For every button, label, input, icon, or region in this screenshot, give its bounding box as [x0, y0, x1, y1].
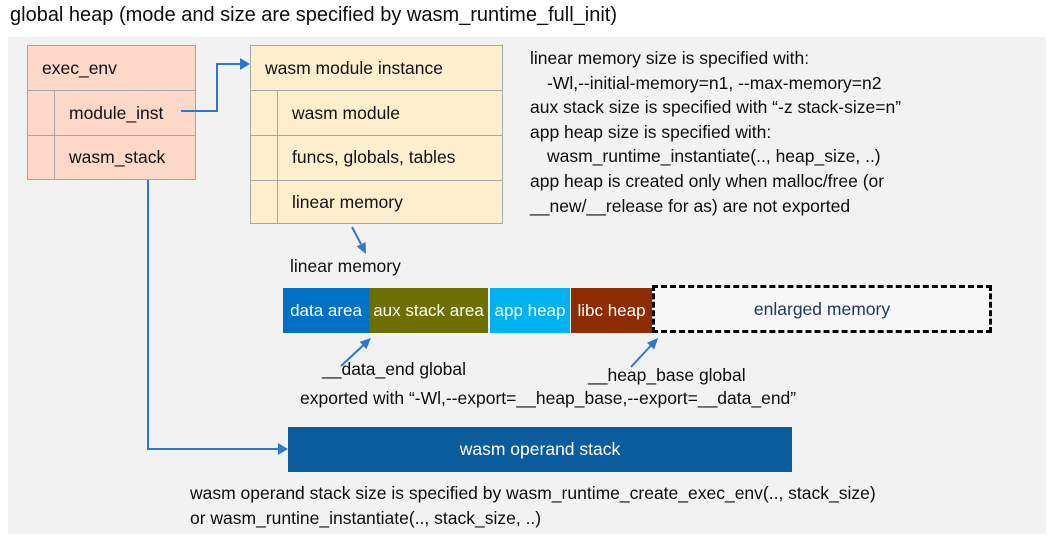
segment-data-area: data area — [283, 288, 369, 333]
memory-size-notes: linear memory size is specified with: -W… — [530, 46, 901, 218]
note-line: app heap is created only when malloc/fre… — [530, 170, 885, 191]
note-line: __new/__release for as) are not exported — [530, 195, 851, 216]
row-label: wasm_stack — [69, 147, 166, 167]
indent-cell — [251, 180, 278, 224]
data-end-global-label: __data_end global — [322, 359, 467, 379]
row-label: module_inst — [69, 102, 164, 123]
exec-env-box: exec_env module_inst wasm_stack — [27, 45, 196, 180]
diagram-title: global heap (mode and size are specified… — [10, 4, 617, 26]
note-line: -Wl,--initial-memory=n1, --max-memory=n2 — [547, 72, 882, 93]
wasm-operand-stack-bar: wasm operand stack — [288, 427, 792, 472]
note-line: wasm operand stack size is specified by … — [190, 483, 876, 503]
module-instance-header: wasm module instance — [251, 46, 502, 91]
module-instance-box: wasm module instance wasm module funcs, … — [250, 45, 503, 224]
operand-stack-notes: wasm operand stack size is specified by … — [190, 481, 876, 532]
module-instance-row-wasm-module: wasm module — [251, 91, 502, 136]
indent-cell — [251, 91, 278, 136]
note-line: linear memory size is specified with: — [530, 48, 810, 68]
segment-enlarged-memory: enlarged memory — [652, 285, 992, 333]
indent-cell — [251, 136, 278, 180]
linear-memory-label: linear memory — [290, 256, 401, 276]
row-label: funcs, globals, tables — [292, 147, 456, 168]
indent-cell — [28, 91, 55, 135]
module-instance-row-linear-memory: linear memory — [251, 179, 502, 224]
exec-env-header: exec_env — [28, 46, 195, 91]
exported-flags-label: exported with “-Wl,--export=__heap_base,… — [300, 388, 797, 408]
heap-base-global-label: __heap_base global — [588, 365, 746, 385]
exec-env-row-wasm-stack: wasm_stack — [28, 135, 195, 179]
segment-app-heap: app heap — [490, 288, 570, 333]
note-line: wasm_runtime_instantiate(.., heap_size, … — [547, 146, 881, 167]
module-instance-row-funcs-globals-tables: funcs, globals, tables — [251, 135, 502, 180]
indent-cell — [28, 136, 55, 179]
note-line: or wasm_runtine_instantiate(.., stack_si… — [190, 508, 542, 529]
note-line: app heap size is specified with: — [530, 121, 772, 142]
exec-env-row-module-inst: module_inst — [28, 91, 195, 135]
row-label: wasm module — [292, 102, 400, 123]
row-label: linear memory — [292, 191, 403, 212]
segment-aux-stack-area: aux stack area — [369, 288, 488, 333]
segment-libc-heap: libc heap — [571, 288, 652, 333]
note-line: aux stack size is specified with “-z sta… — [530, 97, 902, 118]
